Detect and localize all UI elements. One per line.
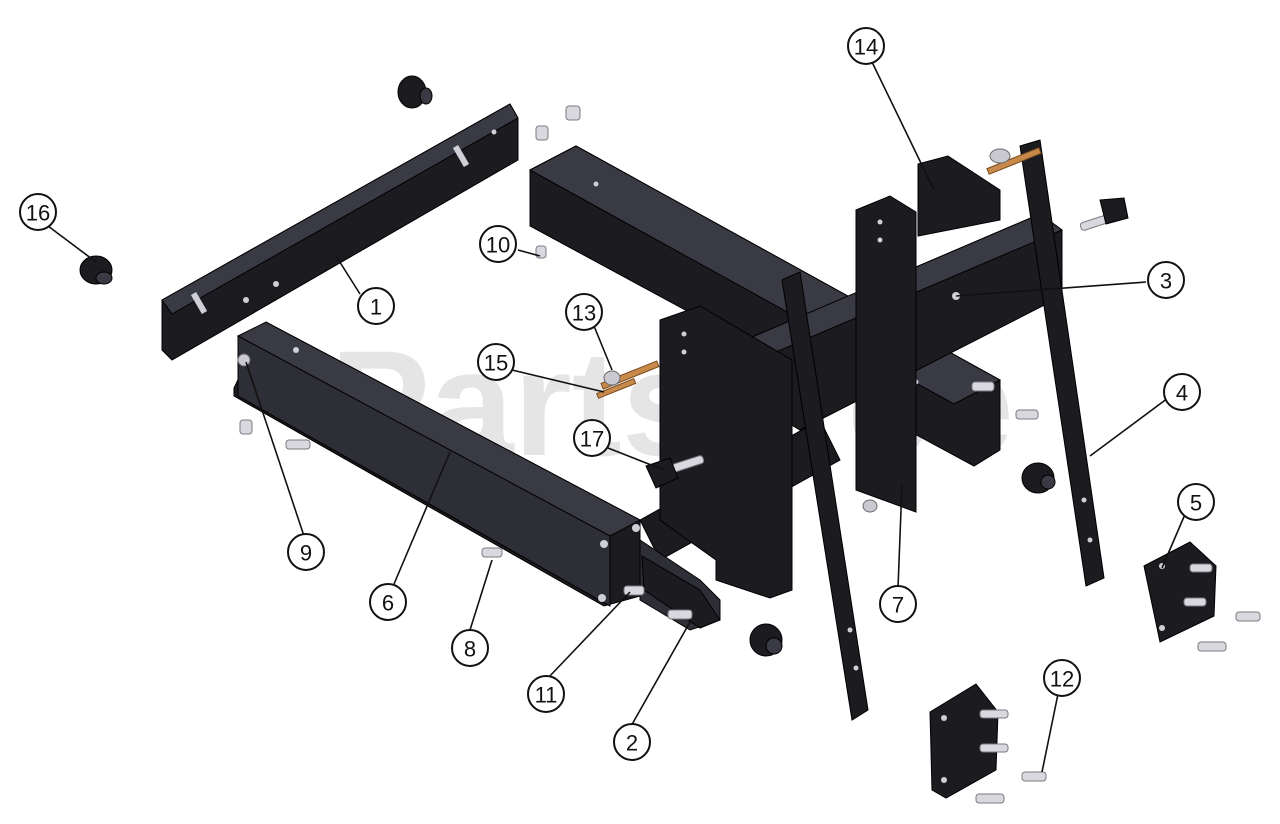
svg-text:9: 9 bbox=[300, 541, 312, 566]
leader-lines bbox=[47, 61, 1187, 773]
svg-text:7: 7 bbox=[892, 593, 904, 618]
callout-6: 6 bbox=[369, 583, 407, 621]
loose-bolts bbox=[237, 105, 1261, 804]
callout-9: 9 bbox=[287, 533, 325, 571]
callout-16: 16 bbox=[19, 193, 57, 231]
part-lower-rail bbox=[233, 321, 642, 607]
callout-12: 12 bbox=[1043, 659, 1081, 697]
part-right-plate-7 bbox=[855, 195, 917, 513]
callout-1: 1 bbox=[357, 287, 395, 325]
callout-15: 15 bbox=[477, 343, 515, 381]
svg-text:11: 11 bbox=[535, 683, 558, 708]
part-left-rail bbox=[161, 103, 519, 361]
svg-text:3: 3 bbox=[1160, 269, 1172, 294]
part-foot-right bbox=[1021, 462, 1056, 494]
part-rear-plate bbox=[917, 155, 1001, 237]
callout-7: 7 bbox=[879, 585, 917, 623]
callout-5: 5 bbox=[1177, 483, 1215, 521]
callout-8: 8 bbox=[451, 629, 489, 667]
svg-text:4: 4 bbox=[1176, 381, 1188, 406]
svg-text:5: 5 bbox=[1190, 491, 1202, 516]
svg-text:8: 8 bbox=[464, 637, 476, 662]
part-upright-rear bbox=[1019, 139, 1105, 587]
callout-17: 17 bbox=[573, 419, 611, 457]
svg-text:6: 6 bbox=[382, 591, 394, 616]
part-foot-16 bbox=[79, 255, 113, 285]
part-bracket-5 bbox=[1143, 541, 1217, 643]
part-upright-front bbox=[781, 271, 869, 721]
part-foot-front bbox=[749, 623, 783, 657]
svg-text:13: 13 bbox=[572, 301, 596, 326]
svg-text:1: 1 bbox=[370, 295, 382, 320]
part-bracket-lower bbox=[929, 683, 1009, 799]
callout-10: 10 bbox=[479, 225, 517, 263]
svg-text:10: 10 bbox=[486, 233, 510, 258]
part-left-plate bbox=[659, 305, 793, 599]
callout-3: 3 bbox=[1147, 261, 1185, 299]
svg-text:15: 15 bbox=[484, 351, 508, 376]
callout-14: 14 bbox=[847, 27, 885, 65]
svg-text:16: 16 bbox=[26, 201, 50, 226]
callout-4: 4 bbox=[1163, 373, 1201, 411]
callout-11: 11 bbox=[527, 675, 565, 713]
svg-text:12: 12 bbox=[1050, 667, 1074, 692]
part-foot-top bbox=[397, 75, 433, 109]
callout-2: 2 bbox=[613, 723, 651, 761]
svg-text:17: 17 bbox=[580, 427, 604, 452]
part-pin-13-15 bbox=[596, 360, 660, 399]
svg-text:14: 14 bbox=[854, 35, 878, 60]
part-knob-top bbox=[1079, 197, 1129, 231]
callout-13: 13 bbox=[565, 293, 603, 331]
svg-text:2: 2 bbox=[626, 731, 638, 756]
part-pin-14 bbox=[986, 147, 1042, 175]
